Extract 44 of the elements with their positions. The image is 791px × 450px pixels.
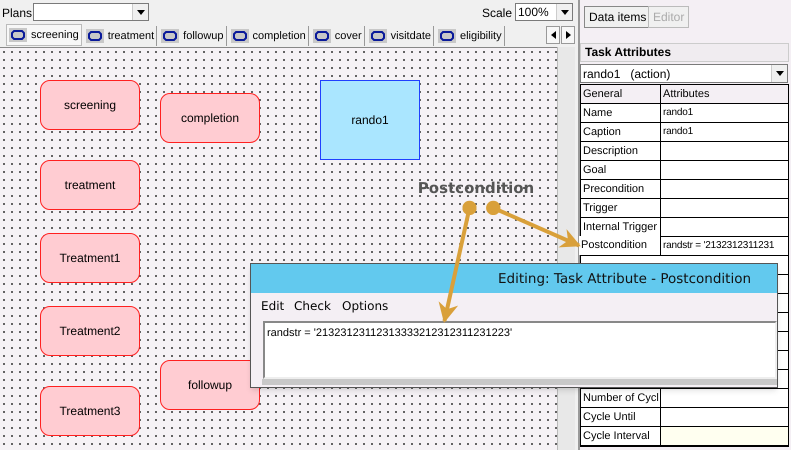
menu-item: Edit: [261, 298, 284, 315]
tab: eligibility: [436, 26, 505, 46]
table-cell: randstr = '2132312311231: [661, 237, 788, 255]
text-area: randstr = '21323123112313333212312311231223': [263, 321, 777, 379]
table-header-cell: Attributes: [661, 85, 788, 103]
table-cell: Description: [581, 142, 660, 160]
table-cell: Cycle Interval: [581, 427, 660, 445]
menu-item: Options: [342, 298, 388, 315]
table-cell: Postcondition: [579, 236, 660, 255]
tab: followup: [159, 26, 227, 46]
tab: treatment: [84, 26, 158, 46]
table-cell: Caption: [581, 123, 660, 141]
tab: visitdate: [366, 26, 434, 46]
table-cell: Cycle Until: [581, 408, 660, 426]
panel-heading: Task Attributes: [580, 43, 789, 62]
leader-arrow: [486, 200, 581, 248]
table-header-cell: General: [581, 85, 660, 103]
table-cell: rando1: [661, 123, 788, 141]
tab: cover: [310, 26, 365, 46]
task-box: completion: [160, 93, 260, 143]
task-box: screening: [40, 80, 140, 130]
table-cell: Goal: [581, 161, 660, 179]
task-dropdown: rando1 (action): [580, 64, 788, 83]
menu-item: Check: [294, 298, 331, 315]
active-tab: screening: [6, 24, 82, 46]
tab: completion: [228, 26, 309, 46]
task-box: Treatment3: [40, 386, 140, 436]
field-label: Plans: [2, 5, 32, 22]
table-cell: Name: [581, 104, 660, 122]
task-box: followup: [160, 360, 260, 410]
dialog-title: Editing: Task Attribute - Postcondition: [498, 270, 752, 289]
table-cell: Internal Trigger: [581, 218, 660, 236]
scale-dropdown: 100%: [515, 3, 573, 21]
table-cell: Precondition: [581, 180, 660, 198]
action-box: rando1: [320, 80, 420, 160]
task-box: Treatment2: [40, 306, 140, 356]
leader-arrow: [438, 200, 477, 323]
table-cell: Number of Cycl: [581, 389, 660, 407]
table-cell: rando1: [661, 104, 788, 122]
task-box: Treatment1: [40, 233, 140, 283]
table-cell: Trigger: [581, 199, 660, 217]
task-box: treatment: [40, 160, 140, 210]
editor-button: Editor: [648, 6, 690, 28]
field-label: Scale: [482, 5, 512, 22]
